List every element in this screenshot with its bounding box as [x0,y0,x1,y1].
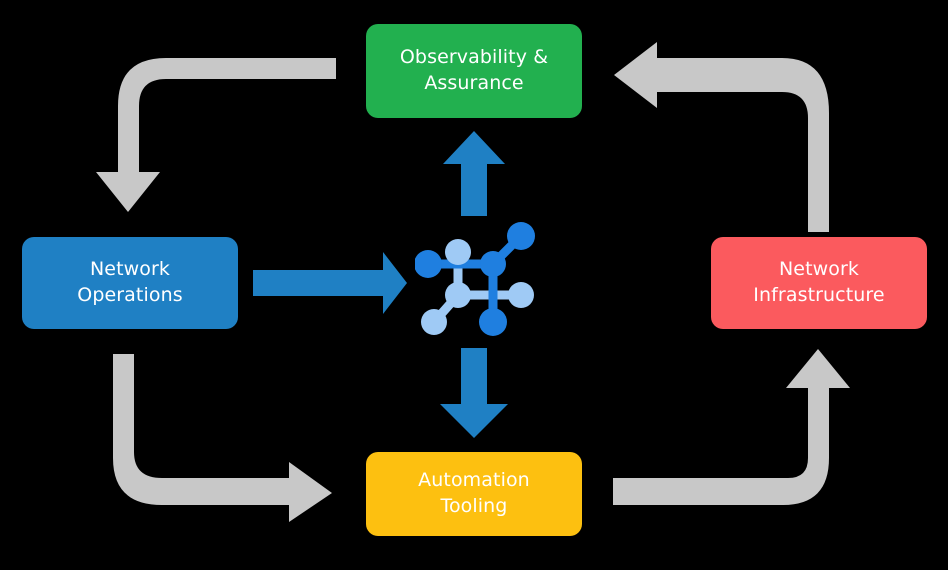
node-operations-label: Network Operations [77,258,183,306]
topology-node-hub [480,251,506,277]
node-network-operations[interactable]: Network Operations [22,237,238,329]
node-infrastructure-label: Network Infrastructure [753,258,885,306]
node-automation-label: Automation Tooling [418,469,530,517]
topology-node-right [508,282,534,308]
topology-node-left [415,250,442,278]
node-network-infrastructure[interactable]: Network Infrastructure [711,237,927,329]
arrow-hub-to-observability [443,131,505,216]
node-observability-label: Observability & Assurance [399,46,549,94]
topology-node-center-left [445,282,471,308]
node-automation-tooling[interactable]: Automation Tooling [366,452,582,536]
arrow-hub-to-automation [440,348,508,438]
topology-node-top-left [445,239,471,265]
arrow-operations-to-automation [113,354,332,522]
topology-node-bottom-left [421,309,447,335]
arrow-automation-to-infrastructure [613,349,850,505]
network-topology-icon [415,222,535,336]
topology-node-bottom [479,308,507,336]
node-observability-assurance[interactable]: Observability & Assurance [366,24,582,118]
arrow-observability-to-operations [96,58,336,212]
arrow-operations-to-hub [253,252,407,314]
arrow-infrastructure-to-observability [614,42,829,232]
topology-node-top-right [507,222,535,250]
